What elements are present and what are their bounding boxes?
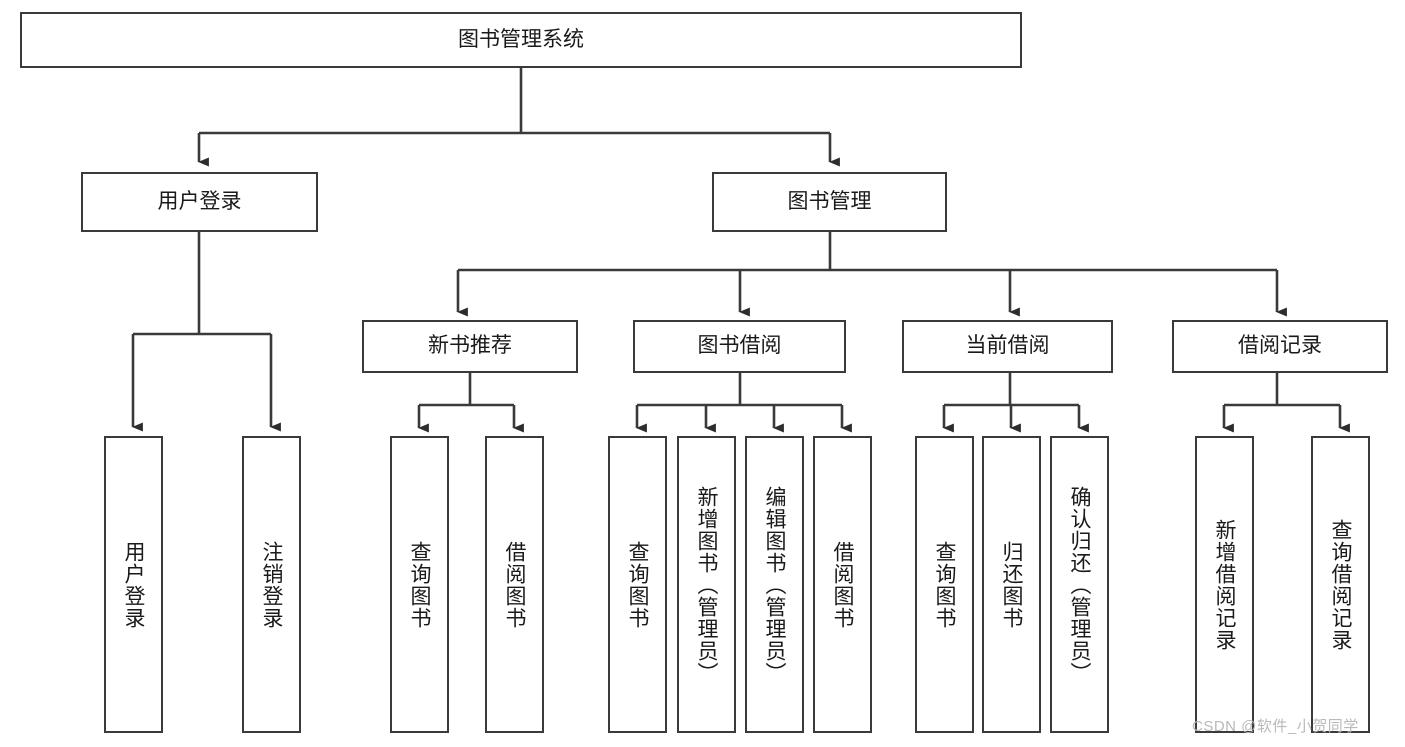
leaf-add-book[interactable]: 新增图书（管理员） — [677, 436, 736, 733]
node-label: 新书推荐 — [428, 334, 512, 358]
node-label: 查询图书 — [626, 540, 650, 629]
node-root-book-management-system[interactable]: 图书管理系统 — [20, 12, 1022, 68]
node-label: 图书借阅 — [697, 334, 782, 358]
node-label: 注销登录 — [260, 540, 284, 629]
leaf-query-book-3[interactable]: 查询图书 — [915, 436, 974, 733]
leaf-borrow-book-2[interactable]: 借阅图书 — [813, 436, 872, 733]
node-label: 查询借阅记录 — [1329, 518, 1353, 651]
leaf-query-book-1[interactable]: 查询图书 — [390, 436, 449, 733]
node-label: 当前借阅 — [965, 334, 1050, 358]
leaf-borrow-book-1[interactable]: 借阅图书 — [485, 436, 544, 733]
node-book-borrow[interactable]: 图书借阅 — [633, 320, 846, 373]
leaf-query-book-2[interactable]: 查询图书 — [608, 436, 667, 733]
node-label: 新增图书（管理员） — [695, 485, 719, 684]
node-label: 查询图书 — [408, 540, 432, 629]
node-book-management[interactable]: 图书管理 — [712, 172, 947, 232]
node-user-login[interactable]: 用户登录 — [81, 172, 318, 232]
node-label: 借阅图书 — [831, 540, 855, 629]
node-label: 图书管理 — [787, 189, 872, 213]
leaf-confirm-return[interactable]: 确认归还（管理员） — [1050, 436, 1109, 733]
node-label: 借阅记录 — [1238, 334, 1322, 358]
node-label: 用户登录 — [122, 540, 146, 629]
node-label: 查询图书 — [933, 540, 957, 629]
leaf-query-record[interactable]: 查询借阅记录 — [1311, 436, 1370, 733]
node-label: 编辑图书（管理员） — [763, 485, 787, 684]
node-label: 借阅图书 — [503, 540, 527, 629]
node-borrow-record[interactable]: 借阅记录 — [1172, 320, 1388, 373]
node-new-book-recommend[interactable]: 新书推荐 — [362, 320, 578, 373]
node-current-borrow[interactable]: 当前借阅 — [902, 320, 1113, 373]
leaf-user-login[interactable]: 用户登录 — [104, 436, 163, 733]
leaf-return-book[interactable]: 归还图书 — [982, 436, 1041, 733]
watermark: CSDN @软件_小贺同学 — [1192, 718, 1359, 735]
node-label: 图书管理系统 — [458, 27, 584, 51]
node-label: 确认归还（管理员） — [1068, 485, 1092, 684]
node-label: 归还图书 — [1000, 540, 1024, 629]
node-label: 新增借阅记录 — [1213, 518, 1237, 651]
node-label: 用户登录 — [157, 189, 242, 213]
leaf-add-record[interactable]: 新增借阅记录 — [1195, 436, 1254, 733]
leaf-edit-book[interactable]: 编辑图书（管理员） — [745, 436, 804, 733]
leaf-logout-login[interactable]: 注销登录 — [242, 436, 301, 733]
